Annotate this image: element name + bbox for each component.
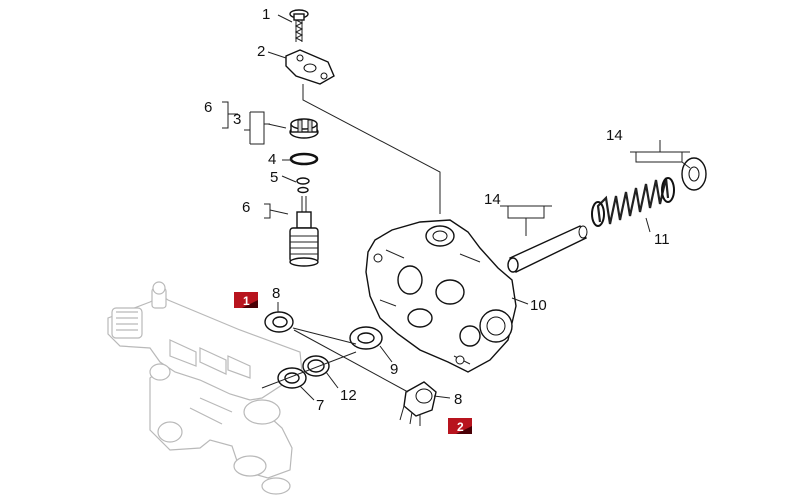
- callout-8-top: 8: [272, 285, 280, 302]
- callout-12: 12: [340, 387, 357, 404]
- part-9-seal: [349, 326, 383, 350]
- callout-2: 2: [257, 43, 265, 60]
- callout-4: 4: [268, 151, 276, 168]
- part-4-o-ring: [289, 152, 319, 166]
- badge-1-label: 1: [243, 294, 250, 308]
- axis-line-top: [302, 84, 441, 214]
- part-8-seal-upper: [264, 311, 294, 333]
- part-6-valve-insert: [289, 196, 319, 267]
- part-8-check-valve: [399, 381, 437, 426]
- badge-2: 2: [448, 418, 472, 434]
- bracket-6-lower: [264, 203, 289, 219]
- part-7-seal: [277, 367, 307, 389]
- part-11-spring: [591, 177, 675, 227]
- axis-line-seals-upper: [292, 327, 357, 345]
- leader-10: [511, 297, 529, 305]
- callout-7: 7: [316, 397, 324, 414]
- part-12-ring: [302, 355, 330, 377]
- part-1-screw: [289, 9, 309, 42]
- bracket-14-disc: [630, 140, 691, 169]
- callout-14-rod: 14: [484, 191, 501, 208]
- axis-line-seals-lower: [261, 351, 357, 389]
- part-2-plate: [285, 49, 335, 85]
- part-5-small-rings: [296, 177, 310, 194]
- badge-1: 1: [234, 292, 258, 308]
- callout-14-disc: 14: [606, 127, 623, 144]
- part-10-cylinder-head: [365, 219, 517, 373]
- callout-8-lower: 8: [454, 391, 462, 408]
- callout-6-lower: 6: [242, 199, 250, 216]
- callout-9: 9: [390, 361, 398, 378]
- ghost-pump-housing: [107, 281, 303, 495]
- part-14-plunger-rod: [507, 225, 588, 273]
- callout-1: 1: [262, 6, 270, 23]
- bracket-14-rod: [500, 205, 552, 236]
- part-14-retainer-disc: [681, 157, 707, 191]
- badge-2-label: 2: [457, 420, 464, 434]
- callout-3: 3: [233, 111, 241, 128]
- callout-10: 10: [530, 297, 547, 314]
- callout-11: 11: [654, 231, 670, 248]
- part-3-valve-cage: [289, 118, 319, 139]
- axis-line-check-valve: [293, 329, 409, 393]
- callout-6-top: 6: [204, 99, 212, 116]
- callout-5: 5: [270, 169, 278, 186]
- leader-lines: [267, 14, 651, 401]
- bracket-3-6: [222, 101, 287, 145]
